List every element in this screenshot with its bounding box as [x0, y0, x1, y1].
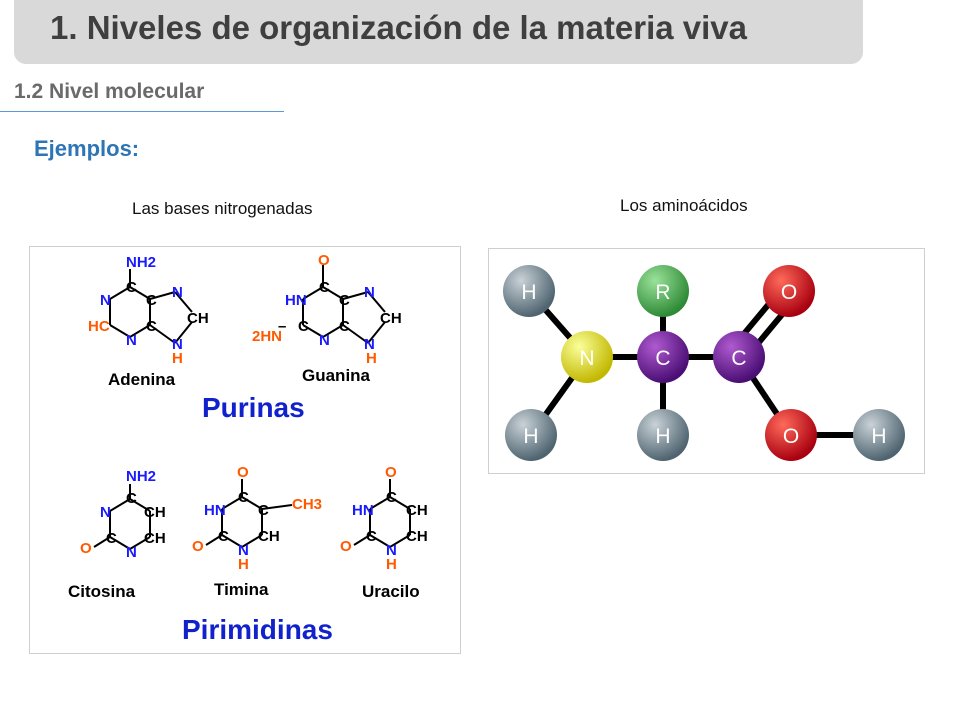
- atom-h-4: H: [853, 409, 905, 461]
- svg-text:O: O: [781, 281, 797, 304]
- atom-label: H: [366, 350, 377, 367]
- atom-label: CH: [144, 504, 166, 521]
- atom-label: O: [318, 252, 330, 269]
- atom-label: C: [366, 528, 377, 545]
- title-bar: 1. Niveles de organización de la materia…: [14, 0, 863, 64]
- atom-label: N: [364, 336, 375, 353]
- atom-label: H: [172, 350, 183, 367]
- svg-text:H: H: [655, 425, 670, 448]
- atom-label: HN: [285, 292, 307, 309]
- examples-label: Ejemplos:: [34, 136, 140, 161]
- atom-label: N: [172, 336, 183, 353]
- atom-label: H: [386, 556, 397, 573]
- svg-text:R: R: [655, 281, 670, 304]
- atom-label: N: [364, 284, 375, 301]
- atom-label: CH3: [292, 496, 322, 513]
- amino-caption: Los aminoácidos: [620, 196, 748, 215]
- purines-label: Purinas: [202, 392, 305, 423]
- atom-label: NH2: [126, 468, 156, 485]
- atom-label: O: [385, 464, 397, 481]
- thymine-label: Timina: [214, 580, 269, 599]
- atom-c-carboxyl: C: [713, 331, 765, 383]
- atom-c-alpha: C: [637, 331, 689, 383]
- atom-label: 2HN: [252, 328, 282, 345]
- atom-label: C: [258, 502, 269, 519]
- atom-label: H: [238, 556, 249, 573]
- bases-caption: Las bases nitrogenadas: [132, 199, 313, 218]
- subtitle-underline: [0, 111, 284, 112]
- bases-panel: NH2 C N C HC C N N CH N H Adenina O C HN…: [29, 246, 461, 654]
- page-title: 1. Niveles de organización de la materia…: [50, 9, 747, 46]
- atom-label: N: [100, 292, 111, 309]
- guanine-label: Guanina: [302, 366, 371, 385]
- atom-label: O: [80, 540, 92, 557]
- atom-label: C: [126, 279, 137, 296]
- amino-panel: H R O N C C H H O H: [488, 248, 925, 474]
- atom-r: R: [637, 265, 689, 317]
- pyrimidines-label: Pirimidinas: [182, 614, 333, 645]
- atom-label: N: [386, 542, 397, 559]
- atom-label: N: [126, 544, 137, 561]
- atom-label: N: [172, 284, 183, 301]
- atom-label: N: [100, 504, 111, 521]
- atom-label: C: [386, 489, 397, 506]
- atom-label: O: [340, 538, 352, 555]
- atom-label: C: [146, 318, 157, 335]
- atom-label: C: [339, 318, 350, 335]
- atom-h-2: H: [505, 409, 557, 461]
- svg-text:H: H: [523, 425, 538, 448]
- cytosine-label: Citosina: [68, 582, 136, 601]
- atom-label: O: [192, 538, 204, 555]
- atom-label: O: [237, 464, 249, 481]
- svg-text:H: H: [521, 281, 536, 304]
- atom-label: CH: [380, 310, 402, 327]
- atom-label: C: [238, 489, 249, 506]
- svg-text:C: C: [731, 347, 746, 370]
- atom-label: CH: [144, 530, 166, 547]
- atom-o-1: O: [763, 265, 815, 317]
- atom-label: C: [146, 292, 157, 309]
- atom-label: C: [339, 292, 350, 309]
- svg-text:O: O: [783, 425, 799, 448]
- atom-label: HN: [352, 502, 374, 519]
- atom-label: C: [218, 528, 229, 545]
- atom-label: HN: [204, 502, 226, 519]
- adenine-label: Adenina: [108, 370, 176, 389]
- atom-label: N: [319, 332, 330, 349]
- atom-label: C: [126, 490, 137, 507]
- atom-label: CH: [406, 528, 428, 545]
- atom-n: N: [561, 331, 613, 383]
- section-subtitle: 1.2 Nivel molecular: [14, 80, 205, 103]
- amino-diagram: H R O N C C H H O H: [503, 265, 905, 461]
- uracil-label: Uracilo: [362, 582, 420, 601]
- atom-label: CH: [258, 528, 280, 545]
- bases-diagram: NH2 C N C HC C N N CH N H Adenina O C HN…: [68, 252, 428, 645]
- atom-label: N: [126, 332, 137, 349]
- atom-label: CH: [406, 502, 428, 519]
- atom-label: C: [106, 530, 117, 547]
- svg-text:H: H: [871, 425, 886, 448]
- atom-label: N: [238, 542, 249, 559]
- atom-label: C: [298, 318, 309, 335]
- svg-text:N: N: [579, 347, 594, 370]
- atom-h-3: H: [637, 409, 689, 461]
- atom-label: CH: [187, 310, 209, 327]
- atom-label: NH2: [126, 254, 156, 271]
- atom-o-2: O: [765, 409, 817, 461]
- atom-label: –: [278, 318, 286, 335]
- atom-label: C: [319, 279, 330, 296]
- svg-text:C: C: [655, 347, 670, 370]
- atom-h-1: H: [503, 265, 555, 317]
- atom-label: HC: [88, 318, 110, 335]
